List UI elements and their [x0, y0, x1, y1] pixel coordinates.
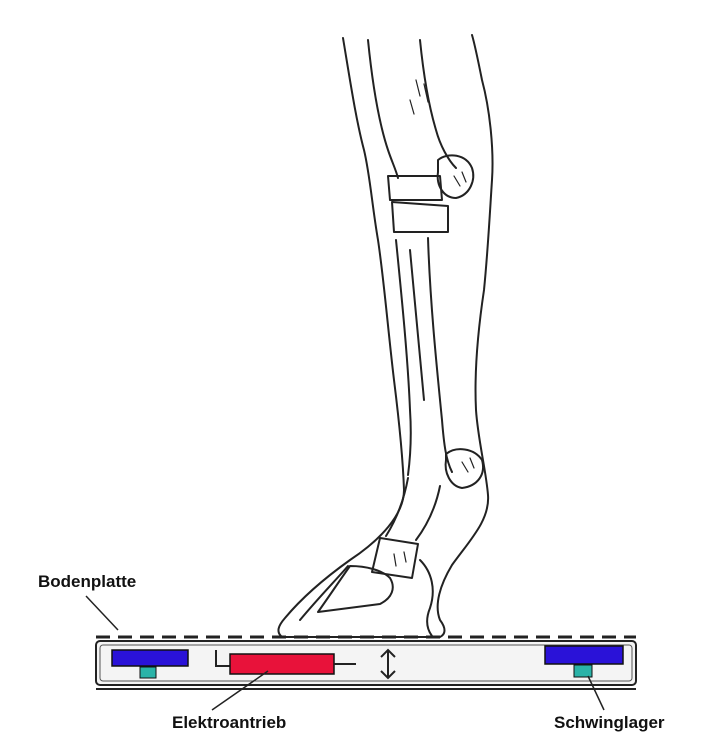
label-bodenplatte: Bodenplatte: [38, 572, 136, 592]
cannon-bone: [396, 238, 452, 475]
splint-bone: [410, 250, 424, 400]
carpal-bones: [388, 155, 473, 232]
left-bearing-block: [112, 650, 188, 666]
left-bearing-foot: [140, 667, 156, 678]
label-schwinglager: Schwinglager: [554, 713, 665, 733]
bone-texture: [394, 80, 474, 566]
bodenplatte-leader: [86, 596, 118, 630]
label-elektroantrieb: Elektroantrieb: [172, 713, 286, 733]
horse-leg: [278, 35, 492, 637]
drive-motor: [230, 654, 334, 674]
right-bearing-foot: [574, 665, 592, 677]
leg-outline: [278, 35, 492, 637]
right-bearing-block: [545, 646, 623, 664]
coffin-bone: [318, 566, 393, 612]
pastern-bones: [372, 478, 440, 578]
